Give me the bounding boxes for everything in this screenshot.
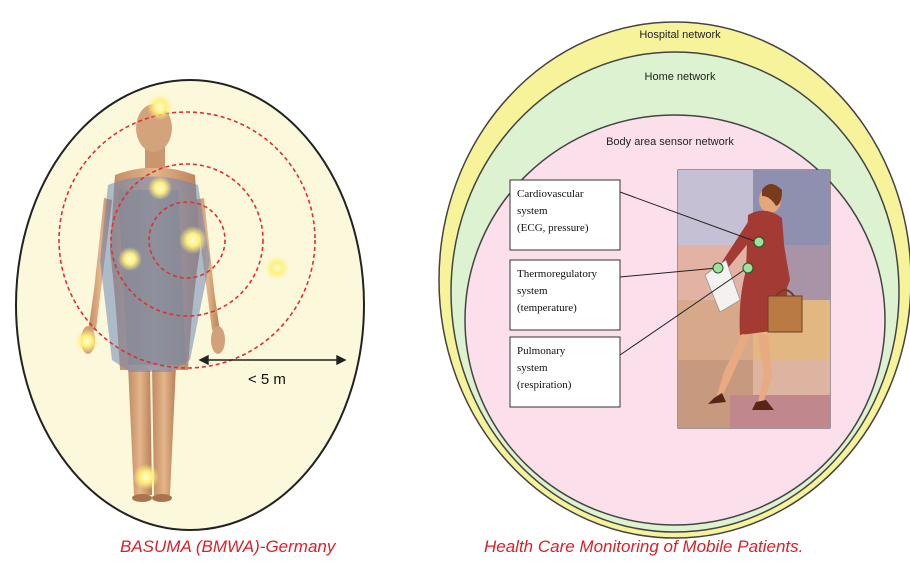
box-line: (temperature): [517, 302, 577, 314]
box-line: Thermoregulatory: [517, 268, 598, 280]
box-line: (respiration): [517, 379, 572, 391]
sensor-node: [133, 464, 159, 490]
respiration-sensor: [743, 263, 753, 273]
body-network-label: Body area sensor network: [606, 136, 734, 148]
box-line: Pulmonary: [517, 345, 566, 357]
home-network-label: Home network: [645, 71, 716, 83]
box-line: Cardiovascular: [517, 188, 584, 200]
hospital-network-label: Hospital network: [639, 29, 721, 41]
ecg-sensor: [754, 237, 764, 247]
sensor-node: [265, 256, 289, 280]
box-line: (ECG, pressure): [517, 222, 589, 234]
patient-photo: [678, 170, 830, 428]
sensor-node: [179, 226, 207, 254]
sensor-node: [118, 247, 142, 271]
sensor-node: [75, 329, 99, 353]
box-line: system: [517, 362, 548, 374]
system-boxes: Cardiovascular system (ECG, pressure) Th…: [510, 180, 620, 407]
left-caption: BASUMA (BMWA)-Germany: [120, 537, 335, 557]
right-panel: Hospital network Home network Body area …: [439, 22, 910, 538]
box-line: system: [517, 285, 548, 297]
temperature-sensor: [713, 263, 723, 273]
sensor-node: [148, 176, 172, 200]
right-caption: Health Care Monitoring of Mobile Patient…: [484, 537, 803, 557]
box-line: system: [517, 205, 548, 217]
sensor-node: [147, 94, 173, 120]
distance-label: < 5 m: [248, 371, 286, 388]
left-panel: < 5 m: [16, 80, 364, 530]
